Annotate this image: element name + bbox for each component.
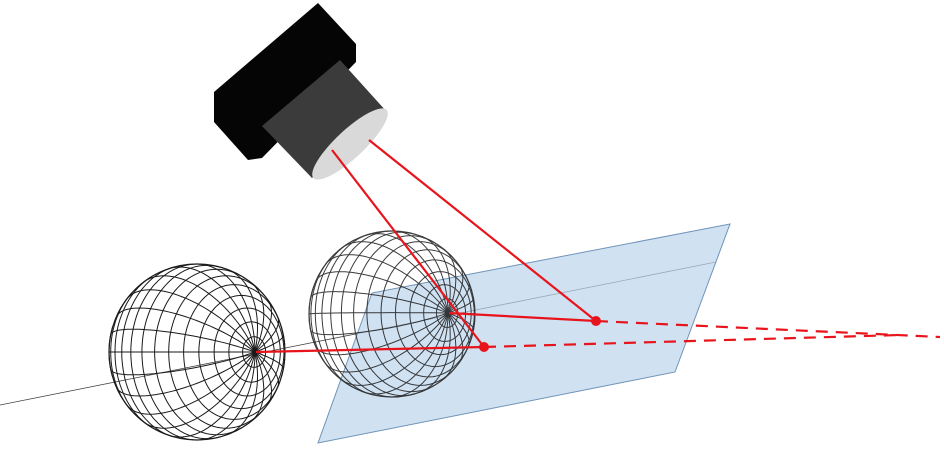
left-sphere-wireframe [108, 263, 286, 441]
meridian-line [125, 289, 256, 353]
meridian-line [391, 312, 449, 398]
meridian-line [196, 351, 256, 441]
meridian-line [196, 263, 256, 353]
meridian-line [444, 249, 457, 314]
meridian-line [324, 312, 449, 373]
meridian-line [421, 236, 451, 314]
meridian-line [254, 351, 279, 388]
camera-lens-barrel [262, 60, 387, 178]
meridian-line [447, 312, 470, 347]
meridian-line [310, 312, 449, 336]
meridian-line [225, 268, 258, 353]
right-sphere-wireframe [308, 230, 476, 398]
meridian-line [254, 316, 279, 353]
meridian-line [310, 291, 449, 314]
meridian-line [142, 275, 256, 353]
meridian-line [308, 312, 448, 315]
meridian-line [324, 254, 449, 314]
meridian-line [391, 230, 449, 314]
projected-point-lower [479, 342, 489, 352]
meridian-line [254, 351, 284, 369]
meridian-line [110, 351, 256, 376]
projected-point-upper [591, 316, 601, 326]
meridian-line [447, 312, 474, 330]
meridian-line [116, 307, 256, 353]
meridian-line [340, 312, 449, 386]
meridian-line [442, 312, 457, 381]
dashed-ray-lower [483, 333, 901, 349]
meridian-line [447, 312, 464, 364]
rays [255, 139, 941, 354]
ray-sphere-center-to-plane-point [448, 311, 597, 323]
latitude-line [321, 233, 373, 396]
camera [214, 3, 388, 180]
meridian-line [225, 351, 258, 436]
camera-lens-glass [312, 108, 388, 180]
ray-lens-to-plane-point [368, 139, 597, 322]
meridian-line [250, 351, 265, 422]
meridian-line [340, 241, 449, 314]
meridian-line [168, 266, 256, 353]
ray-left-sphere-to-point [255, 345, 485, 354]
meridian-line [254, 335, 284, 353]
camera-body [214, 3, 356, 160]
meridian-line [419, 312, 451, 393]
dashed-ray-upper [595, 319, 941, 339]
meridian-line [447, 264, 464, 314]
meridian-line [142, 351, 256, 429]
meridian-line [168, 351, 256, 438]
meridian-line [254, 299, 273, 353]
meridian-line [110, 328, 256, 353]
meridian-line [116, 351, 256, 397]
meridian-line [447, 281, 470, 314]
meridian-line [254, 351, 273, 405]
meridian-line [125, 351, 256, 415]
meridian-line [250, 282, 265, 353]
meridian-line [362, 312, 449, 395]
image-plane [317, 223, 731, 444]
meridian-line [315, 271, 449, 314]
latitude-line [314, 242, 353, 388]
